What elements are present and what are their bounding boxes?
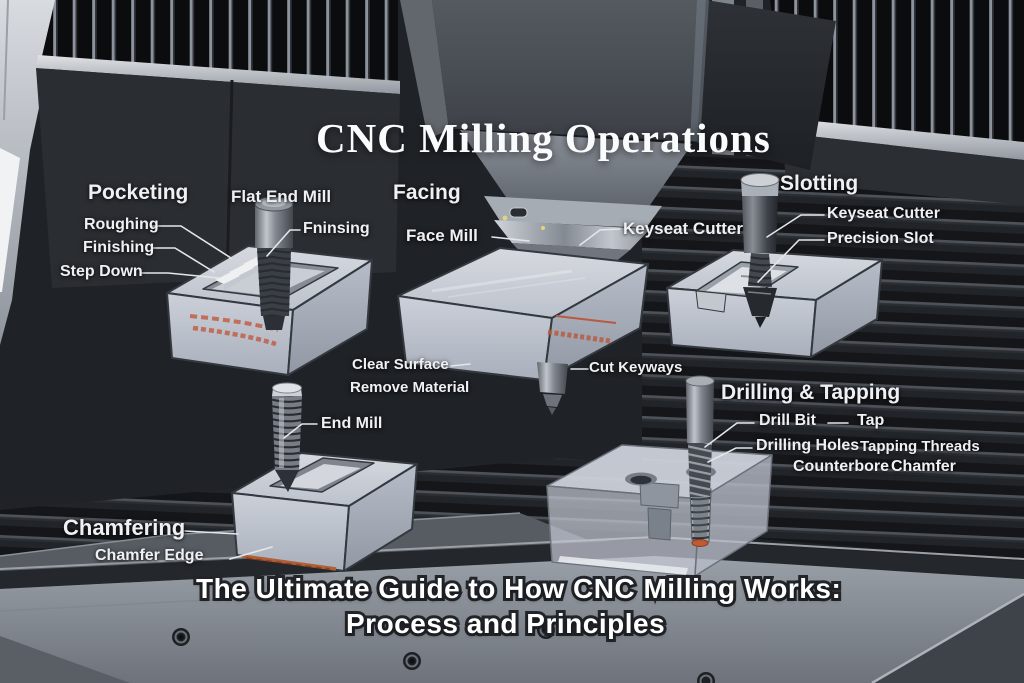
facing-heading: Facing [393,181,461,204]
step-down-label: Step Down [60,263,143,280]
clear-surface-label: Clear Surface [352,356,449,373]
counterbore-section [639,481,680,509]
leader-drilling-holes [707,447,753,463]
cut-keyways-label: Cut Keyways [589,359,683,376]
drilling-holes-label: Drilling Holes [756,437,860,454]
leader-step-down [140,272,220,279]
vent-grille-left [36,0,400,288]
left-column [0,0,62,345]
leader-keyseat-facing [579,228,621,246]
leader-end-mill [283,423,318,439]
finishing-right-label: Fninsing [303,220,370,237]
indicator-dot [541,226,545,230]
leader-fninsing [266,229,301,257]
red-marking [555,315,617,324]
page-title: CNC Milling Operations [316,115,771,161]
leader-precision-slot [757,239,825,283]
facing-workpiece [397,247,649,381]
end-mill-tool [272,382,302,492]
flat-end-mill-tool [254,196,294,330]
precision-slot-label: Precision Slot [827,230,934,247]
hole-bottom-marking [691,539,709,547]
chamfering-heading: Chamfering [63,515,186,540]
flat-end-mill-label: Flat End Mill [231,187,332,206]
remove-material-label: Remove Material [350,379,470,396]
pocketing-heading: Pocketing [88,181,189,204]
footer-line-1: The Ultimate Guide to How CNC Milling Wo… [193,570,844,607]
leader-roughing [151,225,232,259]
chamfer-edge-marking [241,554,337,571]
drill-bit-label: Drill Bit [759,412,816,429]
chamfer-label: Chamfer [891,458,956,475]
face-mill-label: Face Mill [406,226,478,245]
keyseat-cutter-facing-label: Keyseat Cutter [623,219,743,238]
tapping-threads-label: Tapping Threads [860,438,980,455]
keyseat-cutter-slotting-label: Keyseat Cutter [827,205,940,222]
drilling-tapping-heading: Drilling & Tapping [721,381,901,404]
finishing-label: Finishing [83,239,155,256]
tap-label: Tap [857,412,885,429]
leader-lines [140,214,849,560]
leader-keyseat-slotting [766,214,825,238]
red-marking [192,325,277,347]
indicator-dot [502,215,508,221]
leader-clear-surface [450,363,471,367]
slotting-workpiece [666,249,883,358]
drill-bit-tool [685,375,715,538]
chamfer-edge-label: Chamfer Edge [95,547,204,564]
leader-drill-bit [704,422,755,448]
spindle-head [400,0,836,318]
end-mill-label: End Mill [321,415,383,432]
vent-grille-right [770,0,1024,205]
red-marking-text [547,329,611,344]
leader-face-mill [491,236,530,242]
keyseat-cutter-tool [740,173,780,328]
leader-chamfer-edge [229,546,273,560]
leader-finishing [151,247,215,273]
spindle-slot [509,207,528,218]
leader-chamfering [184,530,239,535]
roughing-label: Roughing [84,216,159,233]
slotting-heading: Slotting [780,172,859,195]
counterbore-label: Counterbore [793,458,889,475]
machine-table [0,535,1024,683]
footer-line-2: Process and Principles [343,605,668,642]
table-bolts [172,621,715,683]
keyseat-cutter-tool-center [537,362,568,415]
